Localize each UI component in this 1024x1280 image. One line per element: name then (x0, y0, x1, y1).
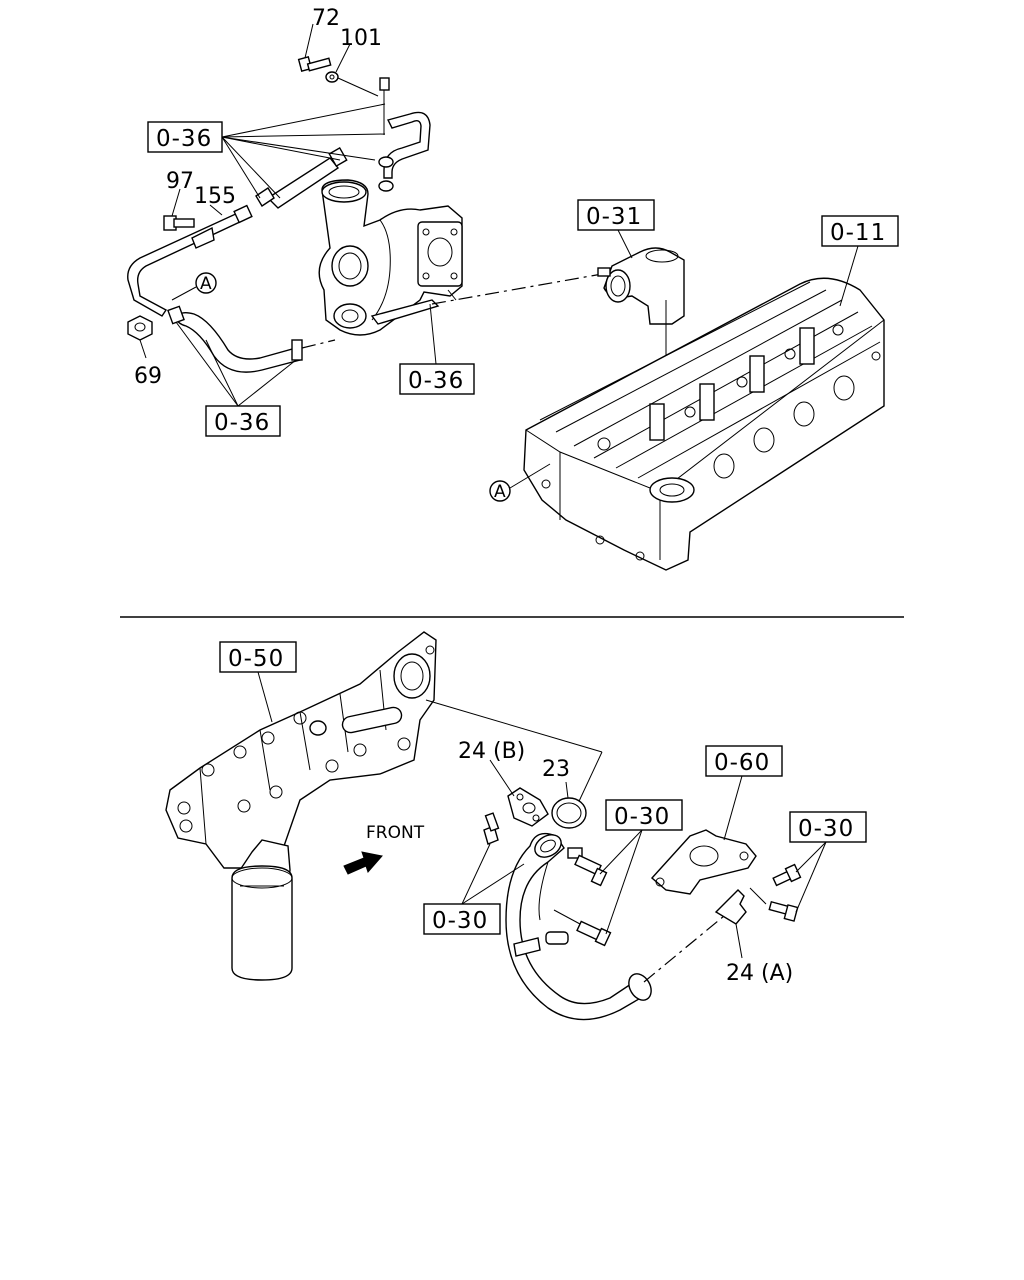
bolt-97 (163, 188, 195, 231)
bolt-right-lower (768, 900, 799, 922)
ref-0-36-top-leaders (221, 103, 386, 199)
ref-box-0-36-bottom (205, 405, 281, 437)
front-arrow-icon (343, 851, 383, 875)
front-label: FRONT (366, 823, 425, 843)
ref-0-11: 0-11 (830, 220, 886, 246)
callout-24b: 24 (B) (458, 739, 525, 764)
bottom-section: 0-50 FRONT 24 (B) 23 (165, 631, 867, 1021)
marker-a-pipe-circle (195, 272, 217, 294)
callout-155: 155 (194, 184, 236, 209)
ref-box-0-11 (821, 215, 899, 247)
oil-cooler (165, 631, 437, 981)
oil-feed-pipe (255, 77, 431, 209)
callout-72: 72 (312, 6, 340, 31)
marker-a-head: A (494, 482, 506, 502)
marker-a-pipe: A (200, 274, 212, 294)
ref-0-30-mid: 0-30 (614, 804, 670, 830)
top-section: 72 101 0-36 (127, 6, 899, 571)
washer-101 (325, 43, 379, 97)
turbocharger (318, 179, 463, 336)
gasket-24a (714, 887, 767, 959)
oil-return-hose (167, 305, 336, 373)
ref-box-0-30-mid (605, 799, 683, 831)
ref-0-36-turbo: 0-36 (408, 368, 464, 394)
bolt-mid-upper (574, 854, 608, 887)
ref-0-36-top: 0-36 (156, 126, 212, 152)
thermostat-housing (597, 247, 685, 482)
callout-23: 23 (542, 757, 570, 782)
water-pipe (505, 832, 652, 1021)
ref-0-36-oil-return: 0-36 (214, 410, 270, 436)
ref-box-0-30-left (423, 903, 501, 935)
ref-0-30-right: 0-30 (798, 816, 854, 842)
callout-24a: 24 (A) (726, 961, 793, 986)
callout-101: 101 (340, 26, 382, 51)
nut-69 (127, 315, 153, 359)
ref-0-50: 0-50 (228, 646, 284, 672)
bracket (650, 829, 757, 895)
bolt-left-24b (483, 812, 500, 845)
ref-box-0-60 (705, 745, 783, 777)
cylinder-head (523, 277, 885, 571)
bolt-72 (297, 23, 332, 72)
ref-0-30-left: 0-30 (432, 908, 488, 934)
callout-69: 69 (134, 364, 162, 389)
ref-0-60: 0-60 (714, 750, 770, 776)
ref-box-0-36-turbo (399, 363, 475, 395)
ref-box-0-31 (577, 199, 655, 231)
ref-box-0-36-top (147, 121, 223, 153)
callout-97: 97 (166, 169, 194, 194)
ref-box-0-30-right (789, 811, 867, 843)
bolt-right-upper (772, 863, 802, 887)
marker-a-head-circle (489, 480, 511, 502)
ref-0-31: 0-31 (586, 204, 642, 230)
pipe-155 (127, 204, 253, 317)
gasket-24b (489, 759, 549, 827)
o-ring-23 (551, 781, 587, 829)
